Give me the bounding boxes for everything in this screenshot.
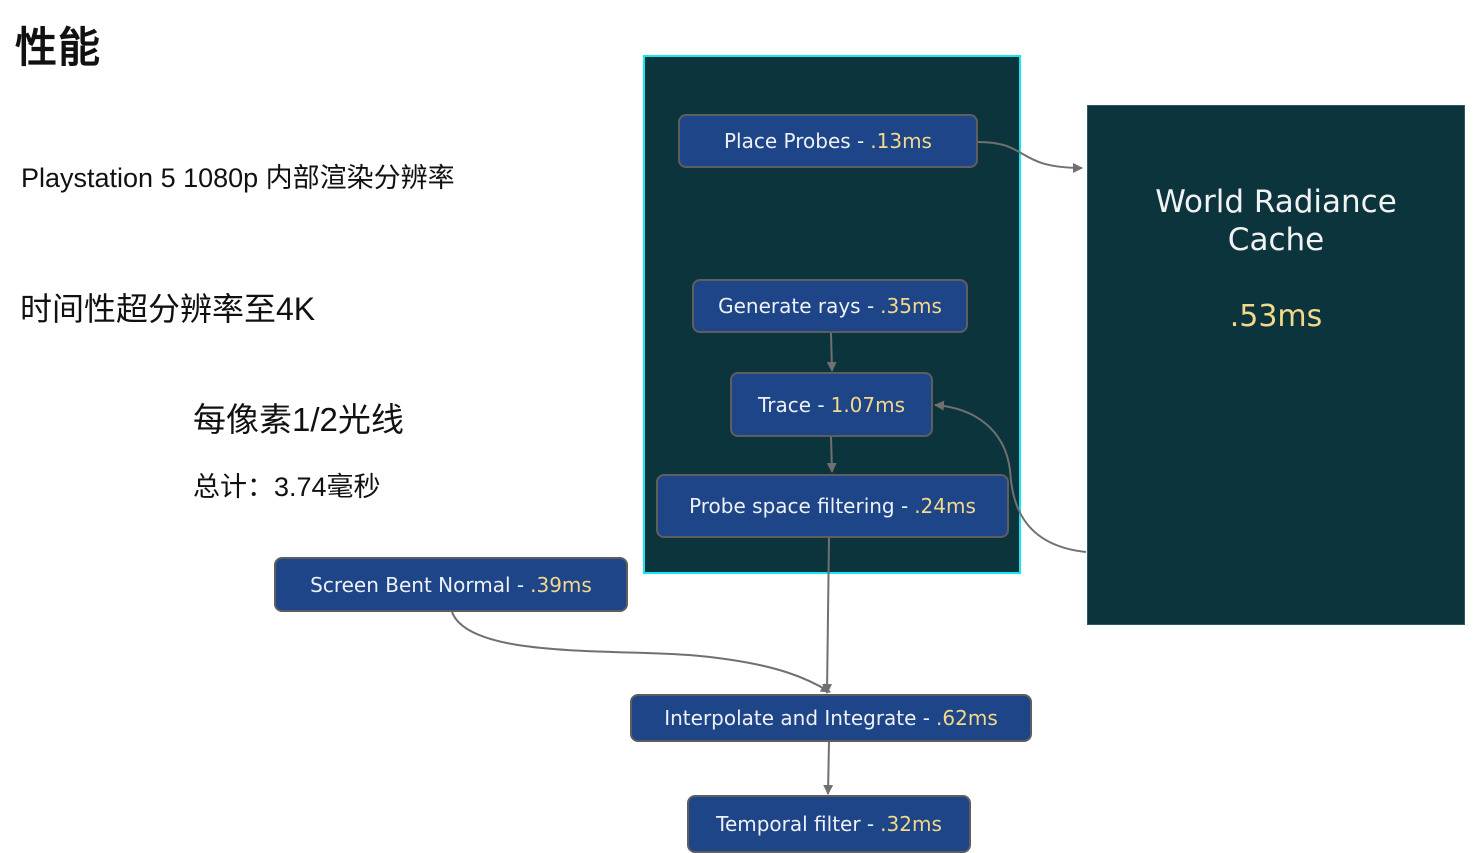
node-time: .35ms [880,294,942,318]
node-probe-space-filtering: Probe space filtering -.24ms [656,474,1009,538]
slide-title: 性能 [15,24,102,71]
node-interpolate-integrate: Interpolate and Integrate -.62ms [630,694,1032,742]
bullet-resolution: Playstation 5 1080p 内部渲染分辨率 [21,163,455,193]
bullet-temporal-upscale: 时间性超分辨率至4K [20,291,316,327]
node-time: .62ms [936,706,998,730]
node-time: 1.07ms [830,392,906,417]
node-label: Place Probes - [724,129,865,153]
edge-bent-normal-to-interpolate [451,611,831,693]
node-label: Trace - [757,392,825,417]
bullet-total-time: 总计：3.74毫秒 [193,472,381,502]
world-radiance-cache: World Radiance Cache .53ms [1087,105,1465,625]
node-label: Interpolate and Integrate - [664,706,931,730]
node-label: Generate rays - [718,294,875,318]
node-trace: Trace -1.07ms [730,372,933,437]
node-time: .39ms [530,572,592,597]
cache-title: World Radiance Cache [1088,183,1464,259]
cache-title-line2: Cache [1227,222,1325,258]
node-time: .32ms [880,812,942,836]
node-temporal-filter: Temporal filter -.32ms [687,795,971,853]
cache-time: .53ms [1229,299,1323,334]
node-label: Temporal filter - [716,812,875,836]
node-label: Probe space filtering - [689,494,909,518]
edge-interpolate-to-temporal [823,740,834,795]
node-generate-rays: Generate rays -.35ms [692,279,968,333]
node-label: Screen Bent Normal - [310,572,525,597]
bullet-rays-per-pixel: 每像素1/2光线 [193,401,404,438]
node-time: .24ms [914,494,976,518]
node-screen-bent-normal: Screen Bent Normal -.39ms [274,557,628,612]
node-place-probes: Place Probes -.13ms [678,114,978,168]
cache-title-line1: World Radiance [1155,184,1397,220]
node-time: .13ms [870,129,932,153]
